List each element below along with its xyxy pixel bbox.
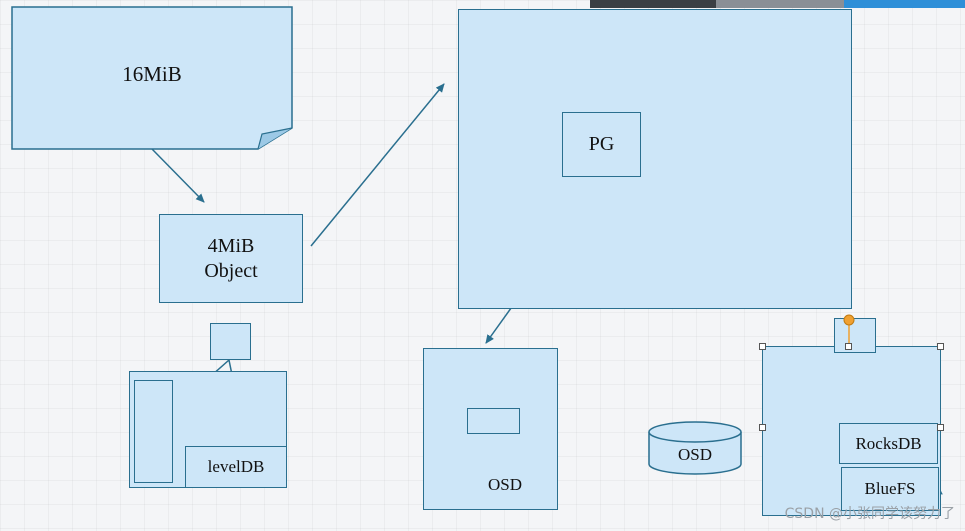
resize-handle-top-right[interactable]: [937, 343, 944, 350]
watermark-text: CSDN @小张同学该努力了: [784, 506, 955, 522]
object-box[interactable]: 4MiB Object: [159, 214, 303, 303]
topbar-dark-segment: [590, 0, 716, 8]
osd-mid-label: OSD: [487, 475, 522, 495]
small-node-box-left[interactable]: [210, 323, 251, 360]
resize-handle-right[interactable]: [937, 424, 944, 431]
resize-handle-top-left[interactable]: [759, 343, 766, 350]
rotate-handle: [843, 314, 855, 326]
file-16mib-label: 16MiB: [122, 61, 182, 86]
pg-container-area[interactable]: [458, 9, 852, 309]
bluefs-label: BlueFS: [864, 479, 916, 499]
inner-left-box[interactable]: [134, 380, 173, 483]
osd-inner-small-box[interactable]: [467, 408, 520, 434]
rocksdb-label: RocksDB: [855, 433, 922, 453]
object-size-label: 4MiB: [207, 234, 255, 257]
file-16mib-label-area: 16MiB: [12, 7, 292, 141]
rocksdb-box[interactable]: RocksDB: [839, 423, 938, 464]
topbar-gray-segment: [716, 0, 844, 8]
osd-right-label: OSD: [677, 445, 712, 465]
resize-handle-top[interactable]: [845, 343, 852, 350]
arrow-file-to-object: [151, 148, 205, 203]
osd-cylinder-right: [648, 421, 742, 475]
leveldb-label: levelDB: [207, 457, 265, 477]
object-type-label: Object: [204, 259, 258, 282]
small-node-box-right[interactable]: [834, 318, 876, 353]
osd-mid-label-area: OSD: [459, 470, 551, 500]
file-fold-corner: [257, 127, 293, 150]
bluefs-box[interactable]: BlueFS: [841, 467, 939, 511]
topbar-blue-segment: [844, 0, 965, 8]
pg-label: PG: [588, 133, 615, 155]
osd-right-label-area: OSD: [649, 440, 741, 470]
pg-box[interactable]: PG: [562, 112, 641, 177]
resize-handle-left[interactable]: [759, 424, 766, 431]
leveldb-box[interactable]: levelDB: [185, 446, 287, 488]
arrow-object-to-pg-area: [310, 83, 445, 247]
